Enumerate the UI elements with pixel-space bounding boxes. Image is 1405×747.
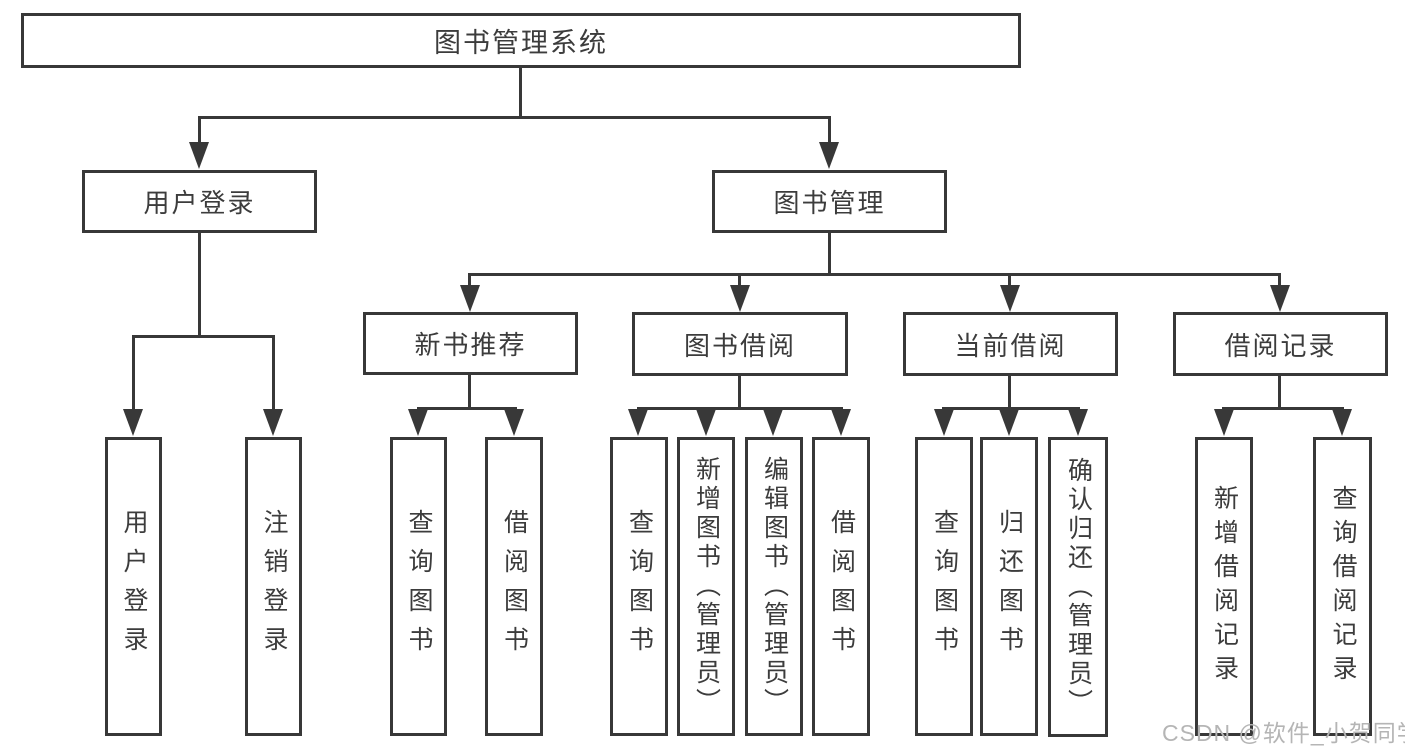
- connector-level3-branch: [468, 273, 1281, 276]
- leaf-query-borrow-record: 查询借阅记录: [1313, 437, 1372, 736]
- connector-trunk: [738, 376, 741, 410]
- connector-drop: [1008, 273, 1011, 287]
- leaf-query-books-borrow: 查询图书: [610, 437, 668, 736]
- leaf-edit-books-admin: 编辑图书（管理员）: [745, 437, 803, 736]
- arrow-down-icon: [934, 409, 954, 436]
- arrow-down-icon: [408, 409, 428, 436]
- connector-drop: [132, 335, 135, 411]
- arrow-down-icon: [628, 409, 648, 436]
- connector-drop: [1278, 273, 1281, 287]
- arrow-down-icon: [504, 409, 524, 436]
- arrow-down-icon: [831, 409, 851, 436]
- node-book-management: 图书管理: [712, 170, 947, 233]
- connector-trunk: [1008, 376, 1011, 410]
- connector-branch: [637, 407, 843, 410]
- csdn-watermark: CSDN @软件_小贺同学: [1162, 720, 1405, 746]
- leaf-add-borrow-record: 新增借阅记录: [1195, 437, 1253, 736]
- leaf-logout: 注销登录: [245, 437, 302, 736]
- leaf-user-login: 用户登录: [105, 437, 162, 736]
- leaf-borrow-books: 借阅图书: [812, 437, 870, 736]
- connector-root-trunk: [519, 68, 522, 119]
- arrow-down-icon: [1000, 285, 1020, 312]
- connector-book-mgmt-trunk: [828, 233, 831, 276]
- leaf-return-books: 归还图书: [980, 437, 1038, 736]
- arrow-down-icon: [999, 409, 1019, 436]
- arrow-down-icon: [123, 409, 143, 436]
- node-root-library-system: 图书管理系统: [21, 13, 1021, 68]
- arrow-down-icon: [1068, 409, 1088, 436]
- connector-branch: [942, 407, 1080, 410]
- node-book-borrow: 图书借阅: [632, 312, 848, 376]
- arrow-down-icon: [763, 409, 783, 436]
- connector-stem-user-login: [198, 116, 201, 144]
- node-current-borrow: 当前借阅: [903, 312, 1118, 376]
- connector-drop: [738, 273, 741, 287]
- connector-stem-book-mgmt: [828, 116, 831, 144]
- connector-user-login-trunk: [198, 233, 201, 338]
- connector-trunk: [468, 375, 471, 410]
- arrow-down-icon: [189, 142, 209, 169]
- node-user-login: 用户登录: [82, 170, 317, 233]
- arrow-down-icon: [460, 285, 480, 312]
- leaf-query-books-current: 查询图书: [915, 437, 973, 736]
- connector-branch: [1222, 407, 1344, 410]
- connector-level1-branch: [198, 116, 831, 119]
- connector-trunk: [1278, 376, 1281, 410]
- arrow-down-icon: [1332, 409, 1352, 436]
- connector-drop: [272, 335, 275, 411]
- connector-drop: [468, 273, 471, 287]
- leaf-borrow-books-recommend: 借阅图书: [485, 437, 543, 736]
- arrow-down-icon: [263, 409, 283, 436]
- node-borrow-records: 借阅记录: [1173, 312, 1388, 376]
- arrow-down-icon: [696, 409, 716, 436]
- connector-user-login-branch: [132, 335, 275, 338]
- connector-branch: [417, 407, 517, 410]
- node-new-book-recommend: 新书推荐: [363, 312, 578, 375]
- arrow-down-icon: [1214, 409, 1234, 436]
- leaf-add-books-admin: 新增图书（管理员）: [677, 437, 735, 736]
- leaf-query-books-recommend: 查询图书: [390, 437, 447, 736]
- arrow-down-icon: [1270, 285, 1290, 312]
- leaf-confirm-return-admin: 确认归还（管理员）: [1048, 437, 1108, 737]
- arrow-down-icon: [819, 142, 839, 169]
- arrow-down-icon: [730, 285, 750, 312]
